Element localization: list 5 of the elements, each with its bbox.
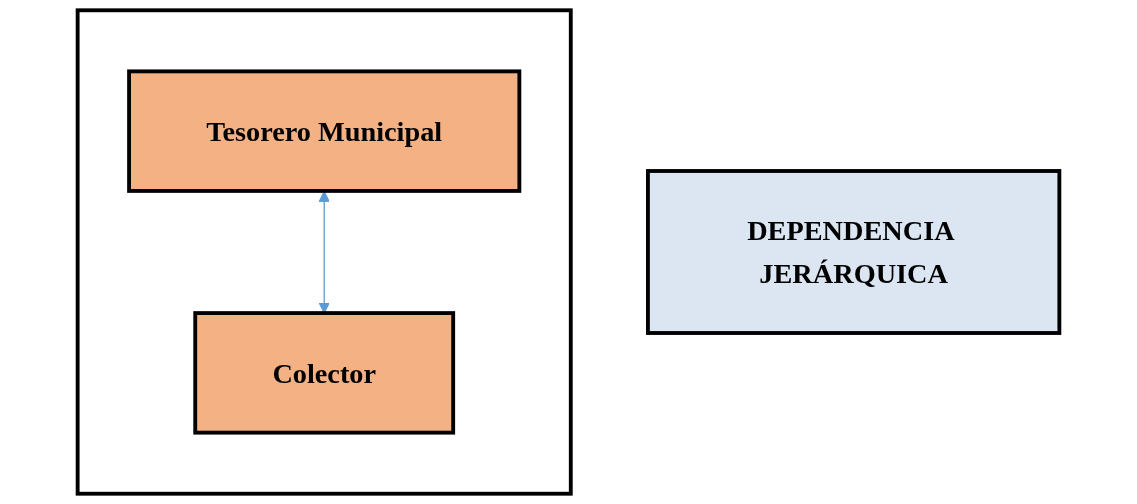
node-box: Colector bbox=[193, 311, 456, 435]
node-box: DEPENDENCIA JERÁRQUICA bbox=[646, 169, 1062, 335]
arrow bbox=[318, 190, 330, 314]
node-box: Tesorero Municipal bbox=[127, 69, 522, 193]
cluster bbox=[75, 8, 573, 496]
